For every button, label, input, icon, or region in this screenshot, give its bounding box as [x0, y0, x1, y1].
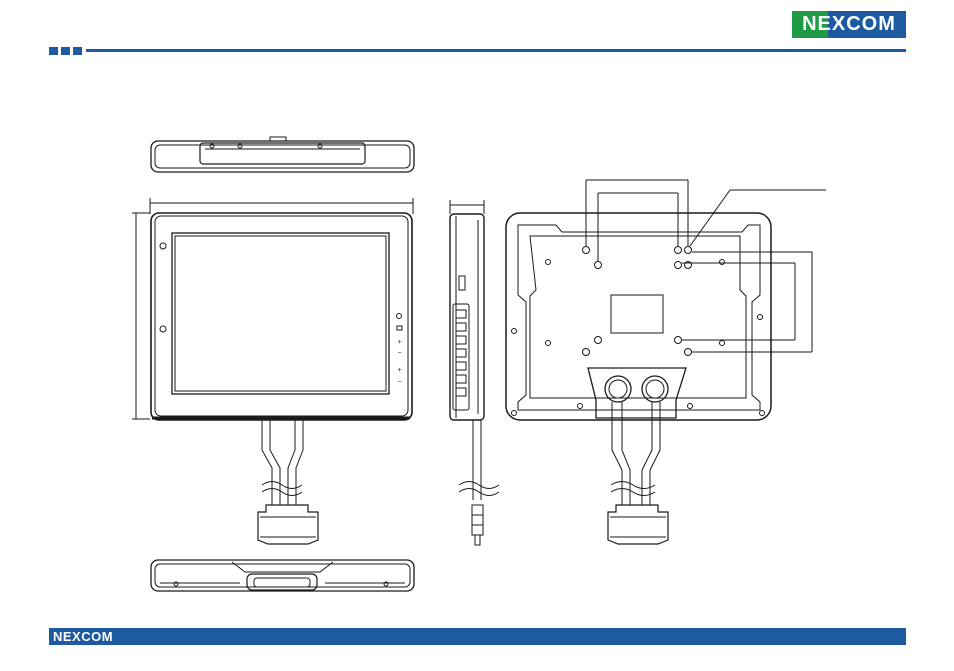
svg-text:+: + — [397, 367, 401, 374]
bottom-view — [151, 560, 414, 591]
front-view: + − + − — [132, 198, 413, 544]
top-view — [151, 137, 414, 172]
svg-text:−: − — [397, 379, 401, 386]
svg-text:+: + — [397, 339, 401, 346]
svg-text:−: − — [397, 350, 401, 357]
rear-view — [506, 180, 826, 544]
footer-logo: NEXCOM — [53, 628, 113, 645]
side-view — [450, 200, 499, 545]
footer-bar: NEXCOM — [49, 628, 906, 645]
